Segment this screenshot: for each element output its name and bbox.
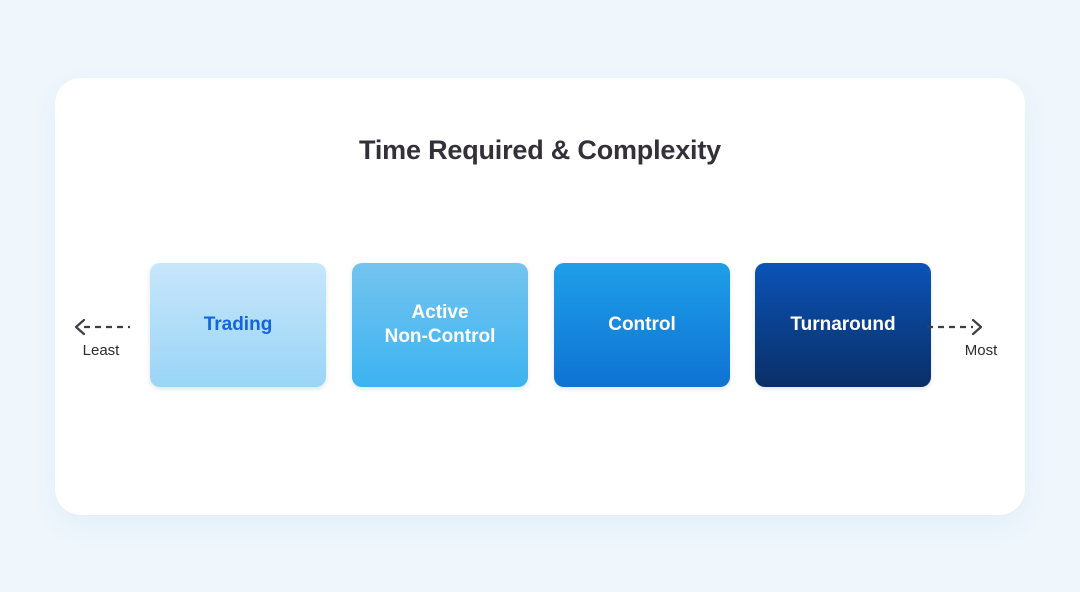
axis-label-least: Least — [82, 342, 120, 359]
stage-box-trading[interactable]: Trading — [150, 263, 326, 387]
arrow-right-dashed-icon — [927, 318, 987, 336]
arrow-left-dashed-icon — [70, 318, 130, 336]
page-title: Time Required & Complexity — [359, 135, 721, 165]
diagram-card: Time Required & Complexity Least Trading — [55, 78, 1025, 515]
axis-label-most: Most — [964, 342, 998, 359]
stage-box-label: Trading — [203, 314, 273, 336]
stage-box-control[interactable]: Control — [554, 263, 730, 387]
stage-box-turnaround[interactable]: Turnaround — [755, 263, 931, 387]
stage-box-label: Turnaround — [790, 314, 896, 336]
stage-box-label: Control — [608, 314, 676, 336]
